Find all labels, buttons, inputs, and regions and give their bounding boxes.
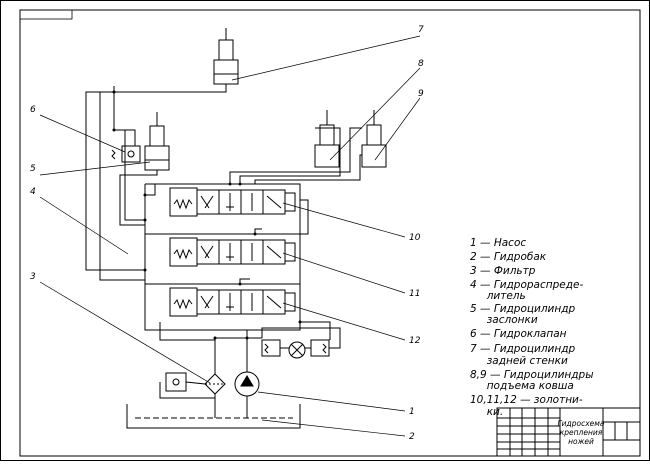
callout-10: 10: [409, 233, 421, 243]
legend-line: задней стенки: [470, 355, 568, 367]
title-line-2: крепления: [560, 428, 603, 437]
callout-4: 4: [30, 187, 36, 197]
legend-line: 2 — Гидробак: [470, 251, 547, 263]
legend-line: 4 — Гидрораспреде-: [470, 279, 583, 291]
leader-lines: [39, 35, 421, 437]
check-valve: [159, 372, 215, 399]
legend-line: 10,11,12 — золотни-: [470, 394, 583, 406]
legend-line: 1 — Насос: [470, 237, 526, 249]
tank: [126, 404, 301, 429]
callout-7: 7: [418, 25, 424, 35]
cylinder-bucket-9: [361, 110, 387, 168]
cylinder-bucket-8: [314, 110, 340, 168]
legend-line: 7 — Гидроцилиндр: [470, 343, 576, 355]
callout-12: 12: [409, 336, 421, 346]
corner-stamp: [19, 9, 73, 20]
piping: [85, 84, 362, 341]
distributor-spool-12: [169, 287, 296, 317]
title-block: [496, 407, 641, 457]
legend-line: заслонки: [470, 314, 538, 326]
frame-border: [19, 9, 641, 457]
callout-1: 1: [409, 407, 415, 417]
filter: [204, 373, 226, 418]
callout-11: 11: [409, 289, 420, 299]
legend: 1 — Насос 2 — Гидробак 3 — Фильтр 4 — Ги…: [470, 237, 593, 418]
check-valve-6: [111, 145, 141, 163]
distributor-housing: [144, 183, 301, 331]
legend-line: 3 — Фильтр: [470, 265, 536, 277]
title-line-3: ножей: [568, 437, 594, 446]
legend-line: подъема ковша: [470, 380, 574, 392]
callout-3: 3: [30, 272, 36, 282]
pump: [234, 371, 260, 418]
callout-9: 9: [418, 89, 424, 99]
cylinder-rear-wall: [213, 28, 239, 85]
cylinder-shutter: [144, 112, 170, 171]
legend-line: 6 — Гидроклапан: [470, 328, 567, 340]
legend-line: литель: [470, 290, 526, 302]
distributor-spool-10: [169, 187, 296, 217]
callout-2: 2: [409, 432, 415, 442]
callout-6: 6: [30, 105, 36, 115]
legend-line: 5 — Гидроцилиндр: [470, 303, 576, 315]
legend-line: 8,9 — Гидроцилиндры: [470, 369, 593, 381]
distributor-spool-11: [169, 237, 296, 267]
callout-8: 8: [418, 59, 424, 69]
relief-valve-group: [261, 327, 341, 359]
junction-dots: [112, 90, 302, 340]
title-line-1: Гидросхема: [557, 419, 604, 428]
legend-line: ки.: [470, 406, 503, 418]
pressure-line: [246, 337, 262, 372]
callout-5: 5: [30, 164, 36, 174]
